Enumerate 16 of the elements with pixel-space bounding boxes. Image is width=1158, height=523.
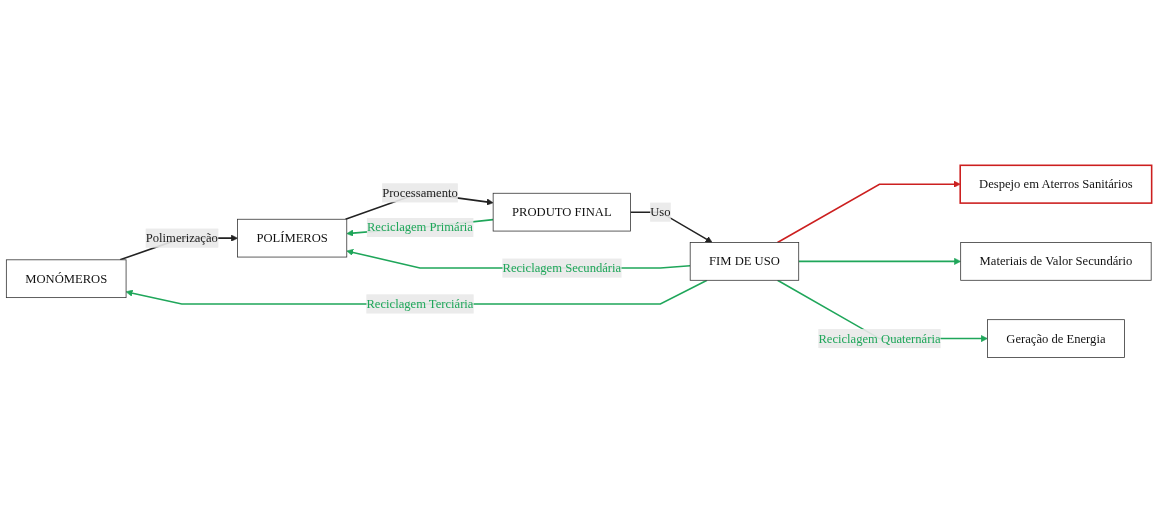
node-box: POLÍMEROS	[237, 218, 348, 258]
node-box: Geração de Energia	[987, 319, 1125, 358]
arrow	[797, 258, 961, 265]
arrow	[776, 180, 961, 244]
edge-label: Uso	[650, 205, 671, 219]
edge-label: Reciclagem Terciária	[366, 296, 474, 311]
node-box: Materiais de Valor Secundário	[960, 242, 1152, 281]
node-box: FIM DE USO	[689, 242, 800, 281]
edge-label: Processamento	[382, 185, 458, 200]
edge-label: Polimerização	[145, 231, 218, 245]
node-box: PRODUTO FINAL	[492, 192, 631, 232]
edge-label: Reciclagem Quaternária	[818, 331, 941, 345]
edge-label: Reciclagem Secundária	[502, 261, 622, 275]
node-box: MONÓMEROS	[5, 259, 127, 299]
edge-label: Reciclagem Primária	[366, 220, 473, 234]
node-box: Despejo em Aterros Sanitários	[959, 164, 1153, 204]
